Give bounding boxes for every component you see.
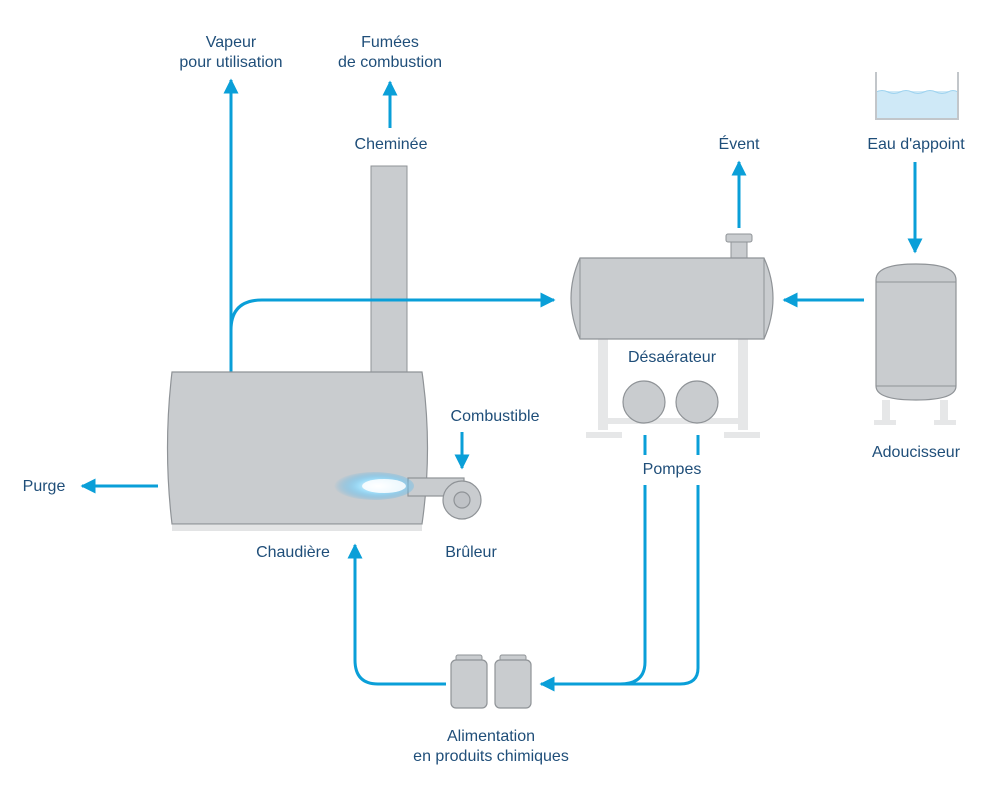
label-alimentation-2: en produits chimiques: [413, 748, 569, 765]
label-vapeur-2: pour utilisation: [179, 54, 282, 71]
pump-line-left: [592, 435, 647, 686]
steam-to-deaerator-arrow: [229, 292, 556, 331]
water-tank: [875, 72, 959, 120]
deaerator-stand: [586, 336, 760, 438]
label-vapeur-1: Vapeur: [206, 34, 257, 51]
deaerator-tank: [570, 257, 774, 340]
pump-line-right: [541, 435, 700, 684]
label-pompes: Pompes: [643, 461, 702, 478]
burner-fan-hub: [453, 491, 471, 509]
feed-to-boiler-arrow: [347, 543, 446, 686]
vent-nozzle-cap: [725, 233, 753, 243]
label-fumees-2: de combustion: [338, 54, 442, 71]
label-adoucisseur: Adoucisseur: [872, 444, 961, 461]
label-desaerateur: Désaérateur: [628, 349, 717, 366]
pump-left: [622, 380, 666, 424]
label-eau-appoint: Eau d'appoint: [867, 136, 965, 153]
label-chaudiere: Chaudière: [256, 544, 330, 561]
boiler: [166, 371, 429, 525]
label-bruleur: Brûleur: [445, 544, 497, 561]
pump-right: [675, 380, 719, 424]
softener-tank: [875, 263, 957, 401]
label-fumees-1: Fumées: [361, 34, 419, 51]
label-cheminee: Cheminée: [355, 136, 428, 153]
flame-core: [362, 479, 406, 493]
label-event: Évent: [719, 134, 760, 153]
chimney: [370, 165, 408, 381]
water-level: [876, 91, 958, 119]
water-surface: [875, 90, 959, 94]
label-alimentation-1: Alimentation: [447, 728, 535, 745]
chemical-containers: [450, 654, 532, 709]
vent-nozzle: [730, 241, 748, 261]
label-combustible: Combustible: [451, 408, 540, 425]
boiler-base: [172, 525, 422, 531]
label-purge: Purge: [23, 478, 66, 495]
softener-legs: [874, 400, 956, 425]
